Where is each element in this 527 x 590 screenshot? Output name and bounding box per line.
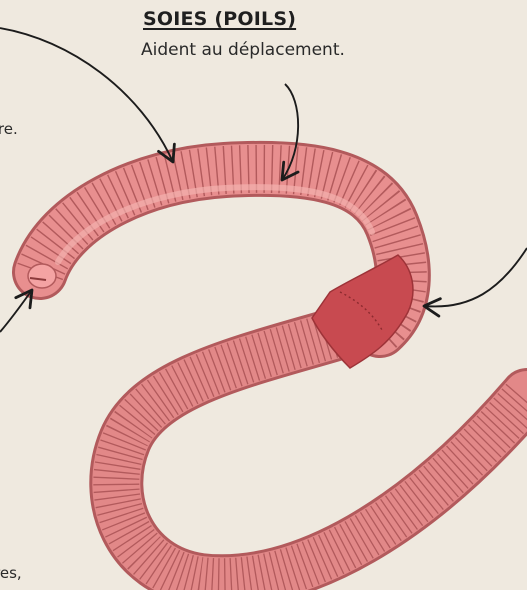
earthworm-illustration (28, 169, 527, 581)
arrow-head (0, 290, 32, 332)
arrow-clitellum (424, 248, 527, 307)
worm-tail-fill (116, 330, 527, 581)
cut-text-top-left: rre. (0, 120, 18, 138)
setae-description: Aident au déplacement. (141, 40, 345, 60)
worm-head (28, 264, 56, 288)
cut-text-bottom-left: res, (0, 564, 22, 582)
setae-title: SOIES (POILS) (143, 8, 296, 30)
